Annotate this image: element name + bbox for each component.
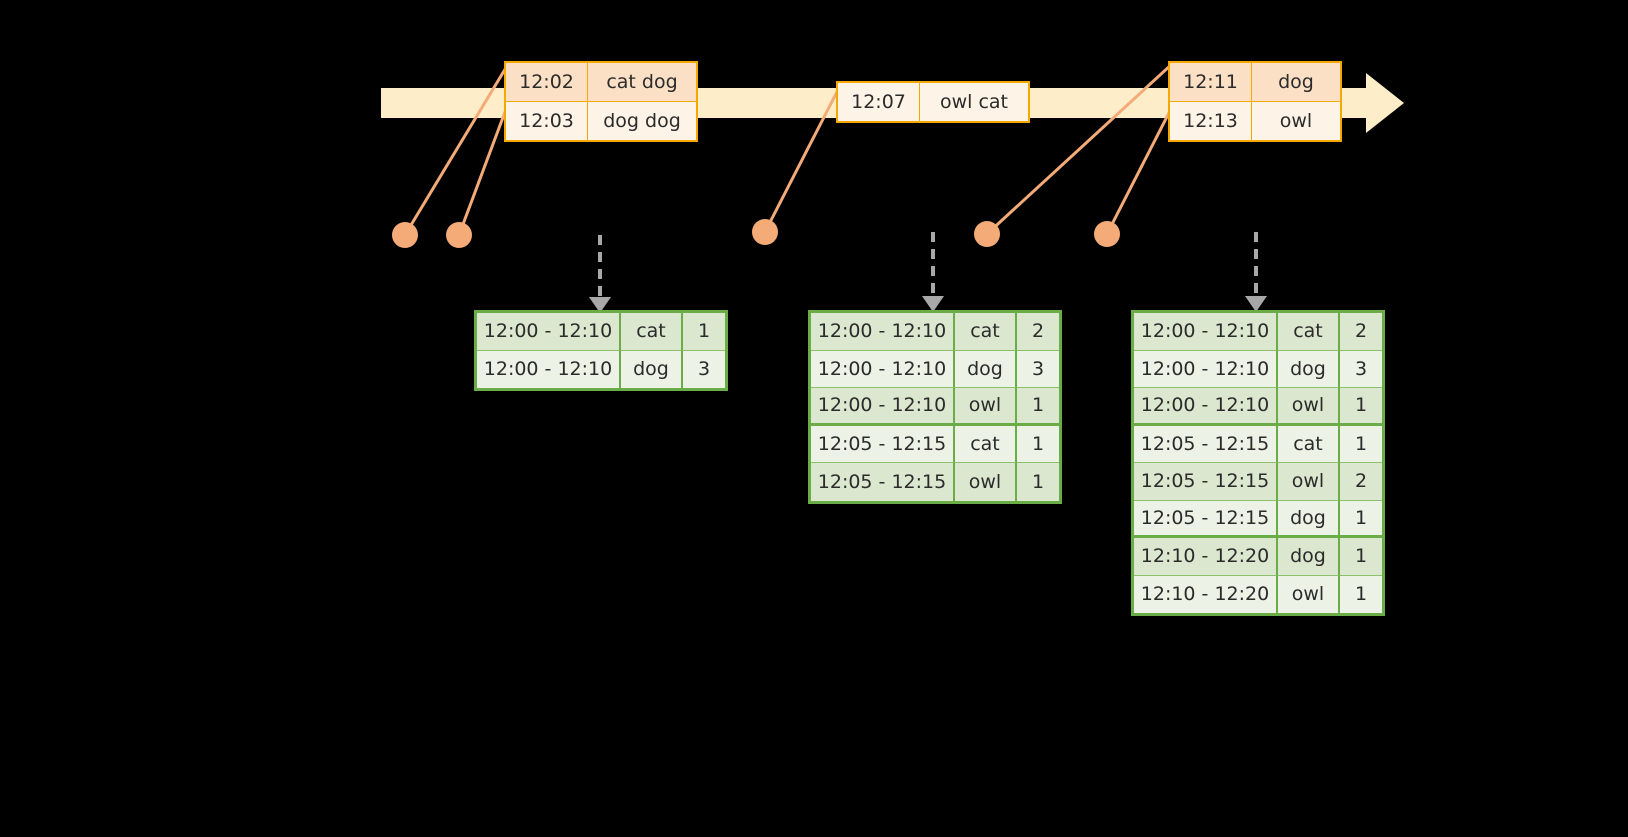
event-row[interactable]: 12:13 owl — [1170, 101, 1340, 140]
event-time: 12:03 — [506, 102, 588, 140]
cell-window: 12:10 - 12:20 — [1134, 538, 1278, 576]
event-group-2[interactable]: 12:07 owl cat — [836, 81, 1030, 123]
event-payload: dog — [1252, 63, 1340, 101]
cell-window: 12:00 - 12:10 — [1134, 388, 1278, 426]
cell-window: 12:05 - 12:15 — [1134, 463, 1278, 501]
cell-key: dog — [621, 350, 683, 388]
cell-window: 12:05 - 12:15 — [811, 463, 955, 501]
cell-count: 3 — [1017, 350, 1059, 388]
cell-key: cat — [621, 313, 683, 351]
cell-key: owl — [1278, 388, 1340, 426]
event-time: 12:02 — [506, 63, 588, 101]
event-dot-4 — [974, 221, 1000, 247]
cell-key: dog — [955, 350, 1017, 388]
arrow-to-table-3 — [1245, 232, 1267, 312]
event-time: 12:07 — [838, 83, 920, 121]
cell-key: dog — [1278, 350, 1340, 388]
cell-key: cat — [1278, 313, 1340, 351]
event-row[interactable]: 12:07 owl cat — [838, 83, 1028, 121]
cell-count: 1 — [1017, 425, 1059, 463]
cell-count: 2 — [1340, 463, 1382, 501]
cell-window: 12:10 - 12:20 — [1134, 575, 1278, 613]
cell-count: 1 — [1340, 500, 1382, 538]
cell-key: cat — [1278, 425, 1340, 463]
event-dot-1 — [392, 222, 418, 248]
cell-key: owl — [955, 463, 1017, 501]
arrow-to-table-1 — [589, 235, 611, 313]
event-payload: owl — [1252, 102, 1340, 140]
cell-count: 1 — [683, 313, 725, 351]
event-row[interactable]: 12:02 cat dog — [506, 63, 696, 101]
cell-key: owl — [1278, 575, 1340, 613]
cell-window: 12:00 - 12:10 — [811, 313, 955, 351]
cell-window: 12:00 - 12:10 — [811, 388, 955, 426]
cell-key: dog — [1278, 500, 1340, 538]
event-time: 12:13 — [1170, 102, 1252, 140]
event-dot-5 — [1094, 221, 1120, 247]
event-dot-3 — [752, 219, 778, 245]
cell-key: dog — [1278, 538, 1340, 576]
cell-window: 12:00 - 12:10 — [477, 313, 621, 351]
timeline-arrow-icon — [1366, 73, 1404, 133]
arrow-to-table-2 — [922, 232, 944, 312]
cell-count: 1 — [1340, 575, 1382, 613]
cell-count: 1 — [1017, 463, 1059, 501]
event-time: 12:11 — [1170, 63, 1252, 101]
event-group-1[interactable]: 12:02 cat dog 12:03 dog dog — [504, 61, 698, 142]
event-payload: dog dog — [588, 102, 696, 140]
event-payload: owl cat — [920, 83, 1028, 121]
cell-count: 1 — [1340, 388, 1382, 426]
cell-window: 12:05 - 12:15 — [1134, 425, 1278, 463]
cell-key: cat — [955, 313, 1017, 351]
cell-count: 1 — [1017, 388, 1059, 426]
event-group-3[interactable]: 12:11 dog 12:13 owl — [1168, 61, 1342, 142]
cell-key: owl — [955, 388, 1017, 426]
cell-count: 3 — [683, 350, 725, 388]
cell-window: 12:00 - 12:10 — [1134, 350, 1278, 388]
cell-window: 12:05 - 12:15 — [811, 425, 955, 463]
cell-count: 1 — [1340, 425, 1382, 463]
event-payload: cat dog — [588, 63, 696, 101]
cell-count: 3 — [1340, 350, 1382, 388]
cell-count: 2 — [1017, 313, 1059, 351]
cell-count: 1 — [1340, 538, 1382, 576]
event-dot-2 — [446, 222, 472, 248]
cell-window: 12:00 - 12:10 — [477, 350, 621, 388]
cell-window: 12:00 - 12:10 — [811, 350, 955, 388]
cell-key: cat — [955, 425, 1017, 463]
cell-key: owl — [1278, 463, 1340, 501]
event-row[interactable]: 12:11 dog — [1170, 63, 1340, 101]
cell-window: 12:05 - 12:15 — [1134, 500, 1278, 538]
event-row[interactable]: 12:03 dog dog — [506, 101, 696, 140]
cell-window: 12:00 - 12:10 — [1134, 313, 1278, 351]
cell-count: 2 — [1340, 313, 1382, 351]
